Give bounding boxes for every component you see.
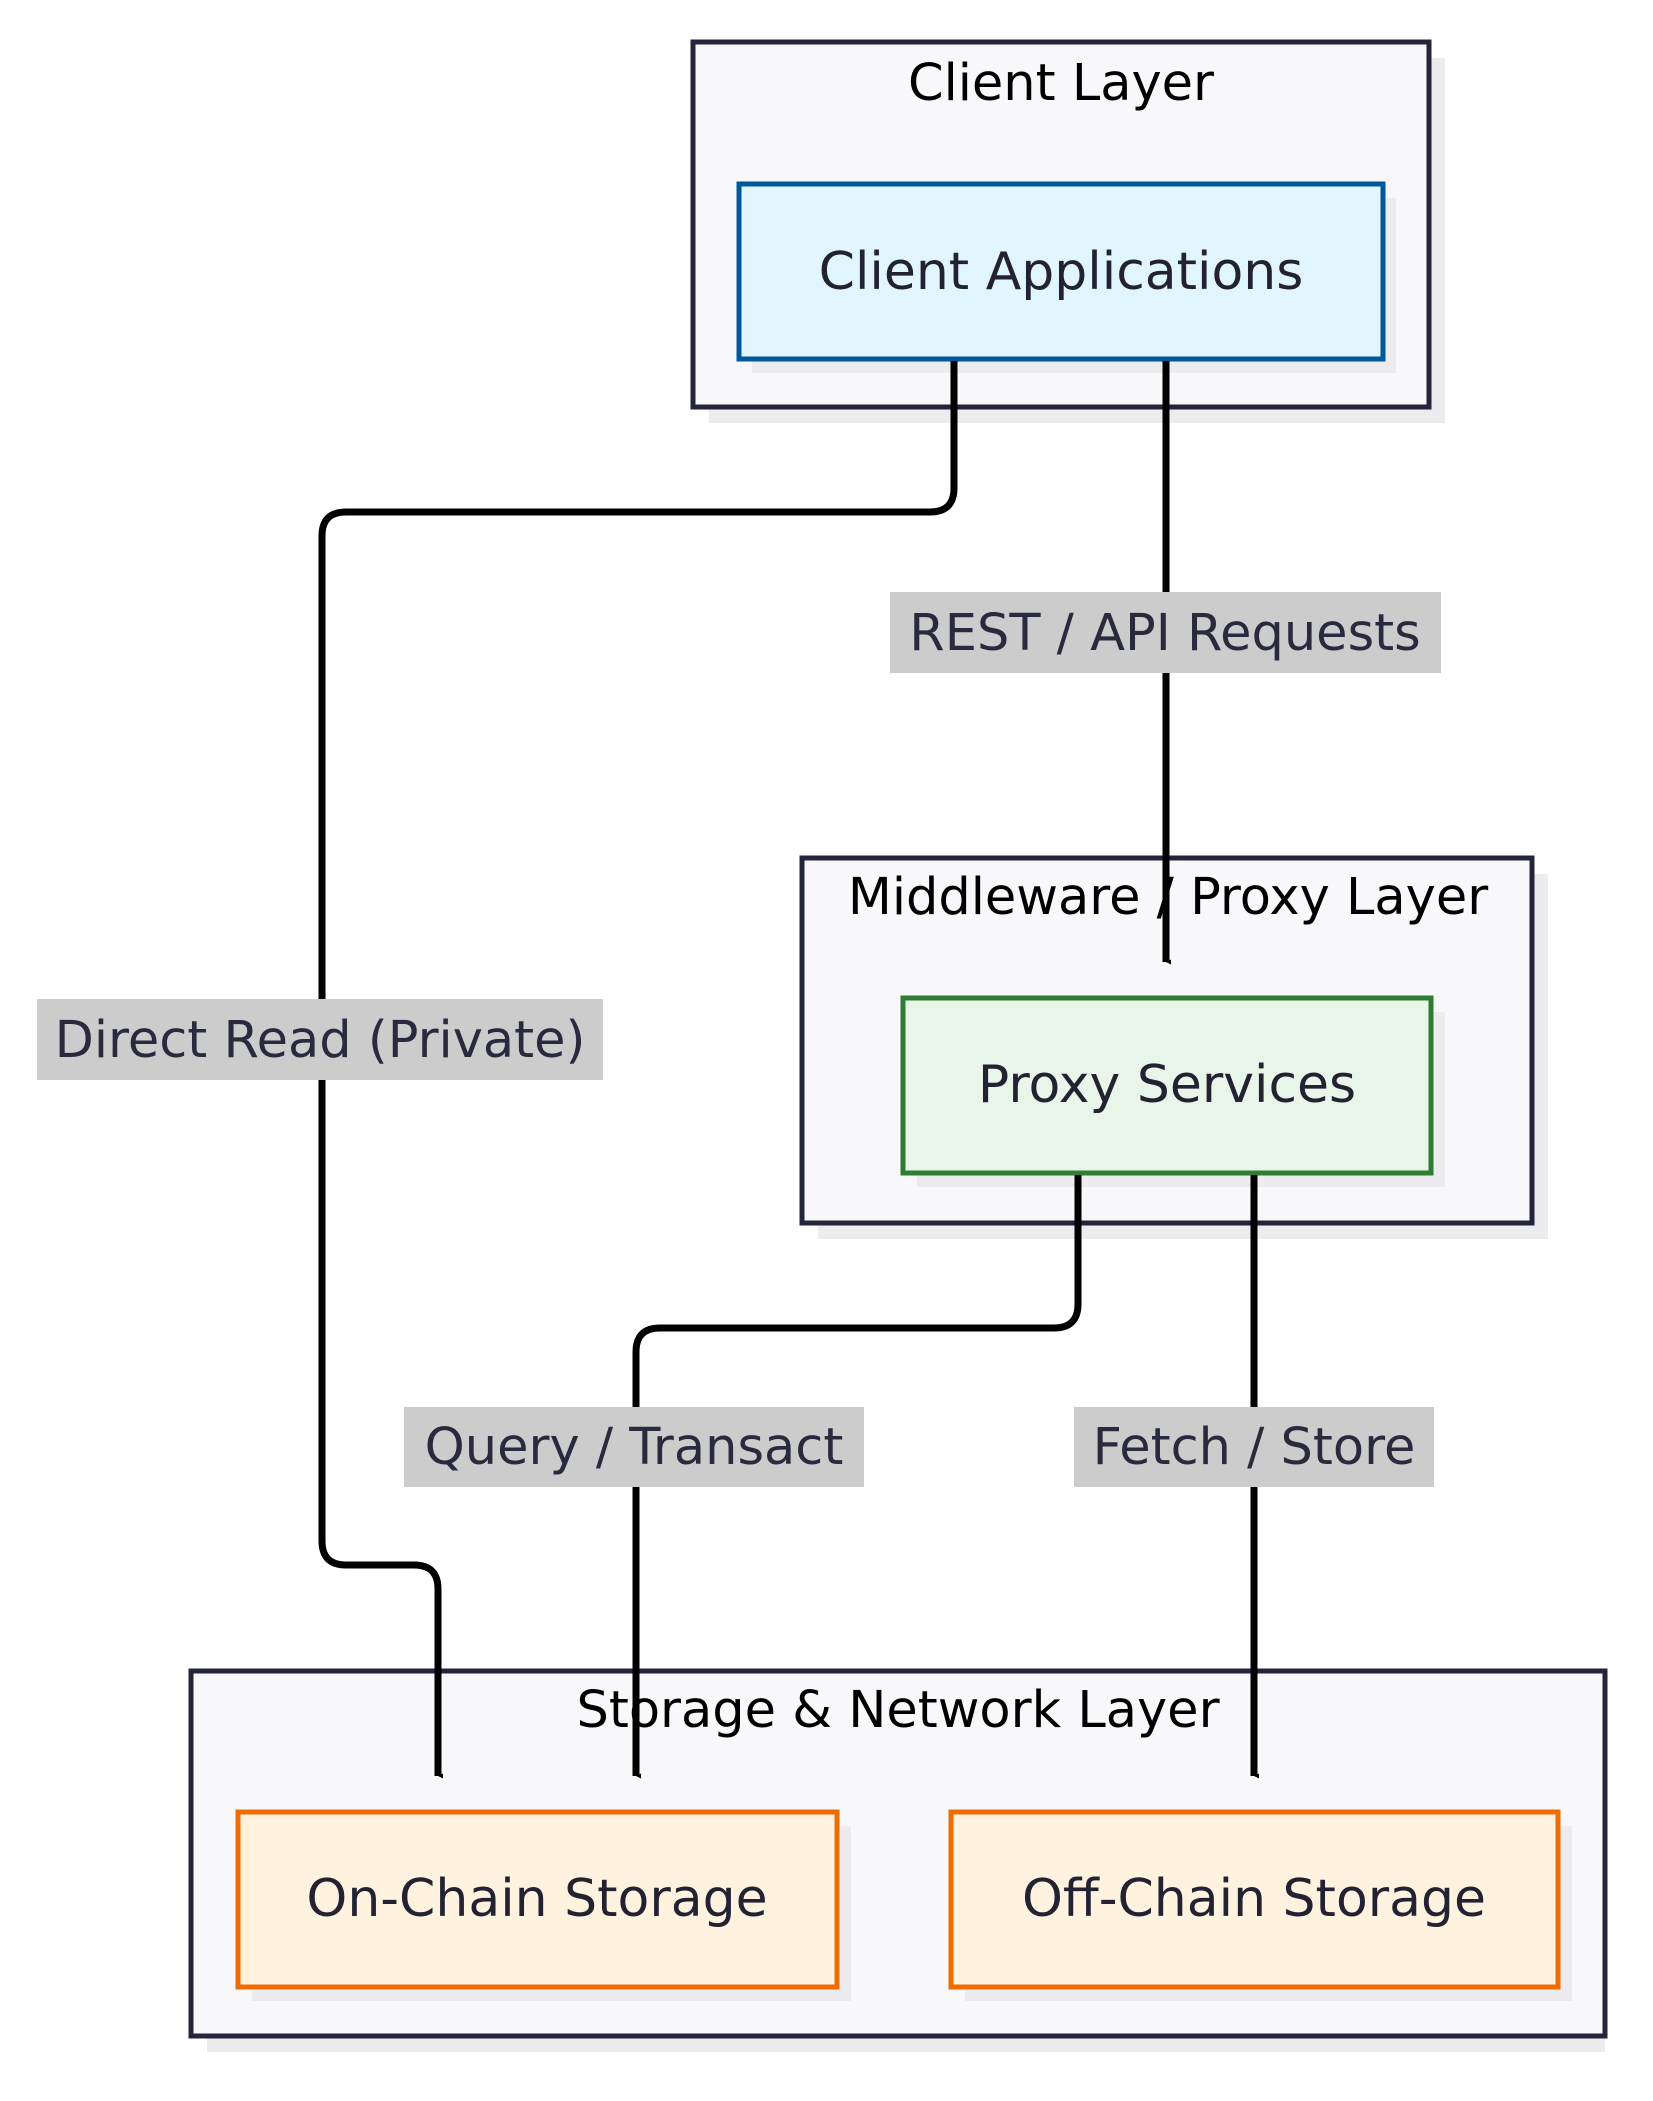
node-label-on-chain-storage: On-Chain Storage: [306, 1869, 767, 1929]
cluster-title-storage: Storage & Network Layer: [576, 1681, 1219, 1740]
edge-label-text: Direct Read (Private): [55, 1011, 586, 1070]
edge-query-transact: [632, 1175, 1082, 1779]
node-label-off-chain-storage: Off-Chain Storage: [1022, 1869, 1486, 1929]
node-box: [736, 181, 1386, 362]
edge-label-text: Fetch / Store: [1093, 1418, 1416, 1477]
edge-label-fetch: Fetch / Store: [1074, 1407, 1434, 1487]
node-box: [235, 1809, 840, 1990]
edge-label-rest: REST / API Requests: [890, 592, 1441, 673]
edge-label-text: REST / API Requests: [909, 604, 1420, 663]
node-label-proxy-services: Proxy Services: [978, 1055, 1356, 1115]
edge-label-text: Query / Transact: [425, 1418, 844, 1477]
cluster-title-client: Client Layer: [908, 54, 1214, 113]
edge-label-query: Query / Transact: [404, 1407, 864, 1487]
node-off-chain-storage[interactable]: Off-Chain Storage: [948, 1809, 1572, 2001]
node-box: [900, 995, 1434, 1176]
edge-label-bg: [404, 1407, 864, 1487]
edge-label-direct: Direct Read (Private): [37, 999, 603, 1080]
node-client-applications[interactable]: Client Applications: [736, 181, 1396, 373]
node-label-client-applications: Client Applications: [819, 242, 1304, 302]
node-proxy-services[interactable]: Proxy Services: [900, 995, 1445, 1187]
node-box: [948, 1809, 1561, 1990]
edge-label-bg: [1074, 1407, 1434, 1487]
node-on-chain-storage[interactable]: On-Chain Storage: [235, 1809, 851, 2001]
edge-label-bg: [37, 999, 603, 1080]
edge-label-bg: [890, 592, 1441, 673]
